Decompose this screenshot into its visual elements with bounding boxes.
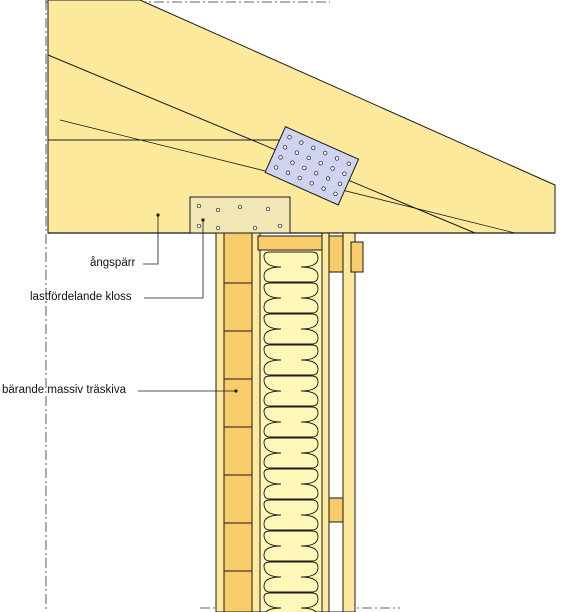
plate-hole [282, 145, 288, 150]
cladding-board [342, 232, 356, 612]
nail-plate-connector [264, 126, 360, 206]
label-load-block: lastfördelande kloss [30, 291, 132, 303]
block-hole [237, 204, 243, 210]
block-hole [252, 225, 258, 231]
cladding-top-piece [350, 241, 364, 273]
insulation-bulb [263, 406, 319, 438]
insulation-bulb [263, 530, 319, 562]
plate-hole [321, 186, 326, 191]
plate-hole [318, 161, 323, 166]
plate-hole [302, 165, 307, 171]
air-gap-board [328, 232, 344, 612]
insulation-bulb [263, 561, 319, 593]
block-hole [196, 223, 202, 229]
plate-hole [314, 171, 319, 176]
top-plate [257, 235, 323, 251]
insulation-bulb [263, 313, 319, 345]
leader-rafter [143, 215, 159, 265]
insulation-bulb [263, 251, 319, 283]
plate-hole [333, 191, 338, 197]
plate-hole [322, 150, 328, 156]
batten-bottom [328, 497, 344, 523]
inner-stud [251, 232, 261, 612]
plate-hole [285, 170, 291, 175]
plate-hole [330, 166, 335, 171]
plate-hole [299, 140, 304, 145]
plate-hole [278, 155, 283, 160]
block-hole [215, 207, 221, 213]
rafter-lower-edge [47, 54, 476, 234]
panel-joints [224, 282, 252, 572]
plate-hole [287, 135, 292, 140]
plate-hole [306, 155, 311, 161]
plate-hole [342, 171, 347, 176]
leader-block-dot [201, 218, 205, 222]
insulation-bulb [263, 468, 319, 500]
plate-hole [273, 165, 279, 170]
plate-hole [294, 150, 300, 155]
plate-hole [311, 145, 316, 150]
leader-panel-dot [234, 389, 238, 393]
block-hole [265, 206, 271, 212]
leader-rafter-dot [156, 213, 160, 217]
insulation-bulb [263, 499, 319, 531]
plate-hole [334, 156, 340, 161]
insulation-pattern [263, 251, 319, 612]
plate-hole [290, 160, 295, 165]
block-fastener-holes [196, 203, 283, 231]
insulation-bulb [263, 375, 319, 407]
massive-timber-panel [223, 232, 253, 612]
block-hole [196, 203, 202, 209]
plate-hole [346, 161, 352, 166]
rafter [47, 0, 556, 234]
wall-stud-left [215, 232, 225, 612]
insulation-bulb [263, 282, 319, 314]
plate-hole [337, 181, 343, 186]
outer-stud [321, 232, 330, 612]
leader-block [144, 220, 204, 299]
block-hole [215, 225, 221, 231]
insulation-bulb [263, 592, 319, 612]
plate-hole [325, 176, 331, 181]
plate-hole [297, 175, 302, 181]
plate-hole [309, 181, 314, 186]
load-distributing-block [189, 196, 291, 234]
batten-top [328, 235, 344, 273]
insulation-bulb [263, 437, 319, 469]
label-massive-panel: bärande massiv träskiva [2, 384, 126, 396]
label-rafter: ångspärr [90, 257, 136, 269]
insulation-bulb [263, 344, 319, 376]
block-hole [277, 223, 283, 229]
